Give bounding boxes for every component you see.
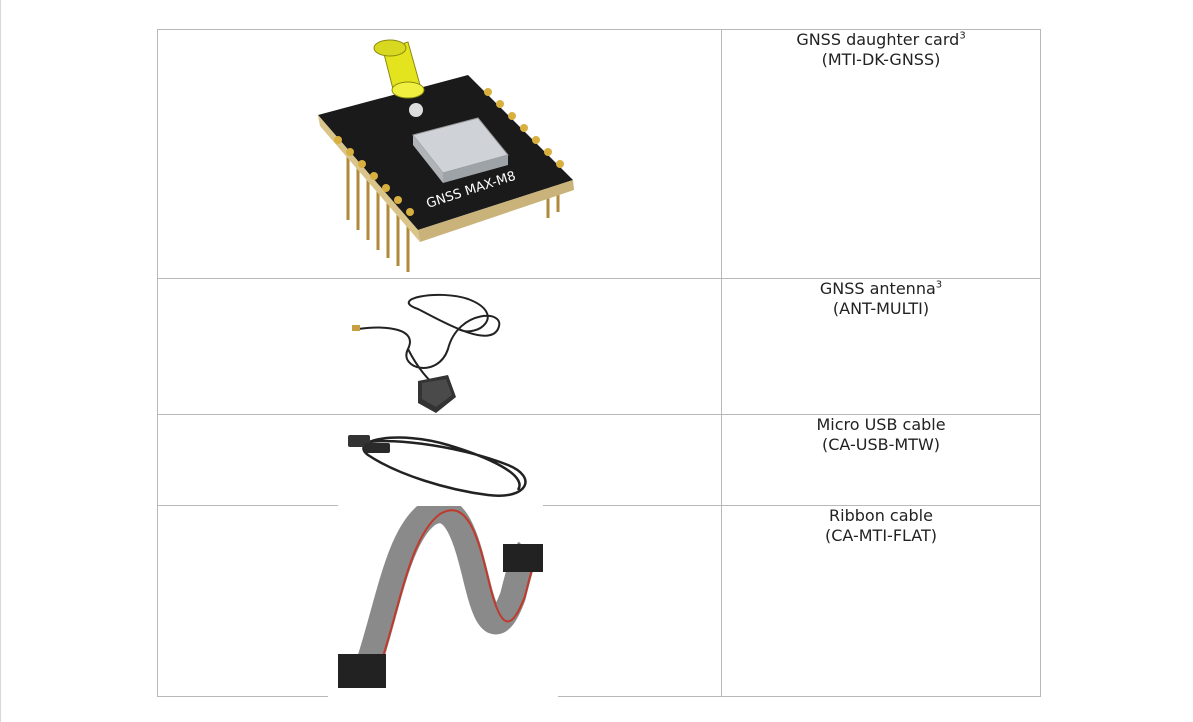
image-cell: [157, 414, 722, 507]
image-cell: GNSS MAX-M8 mikro BUS: [157, 29, 722, 279]
description-cell: Ribbon cable (CA-MTI-FLAT): [721, 505, 1041, 697]
item-code: (ANT-MULTI): [832, 299, 930, 318]
gnss-antenna-image: [352, 293, 501, 413]
description-cell: Micro USB cable (CA-USB-MTW): [721, 414, 1041, 506]
description-cell: GNSS antenna3 (ANT-MULTI): [721, 278, 1041, 415]
item-code: (MTI-DK-GNSS): [821, 50, 941, 69]
description-cell: GNSS daughter card3 (MTI-DK-GNSS): [721, 29, 1041, 279]
image-cell: [157, 278, 722, 415]
items-table: GNSS MAX-M8 mikro BUS GNSS daughter card…: [157, 29, 1041, 698]
footnote-ref: 3: [935, 279, 943, 291]
ribbon-cable-image: [328, 506, 558, 698]
gnss-daughter-card-image: GNSS MAX-M8 mikro BUS: [318, 39, 574, 272]
item-name: Micro USB cable: [816, 415, 946, 434]
table-row: Ribbon cable (CA-MTI-FLAT): [157, 505, 1041, 698]
item-name: GNSS antenna: [819, 279, 936, 298]
item-name: GNSS daughter card: [796, 30, 960, 49]
micro-usb-cable-image: [338, 415, 543, 507]
item-code: (CA-MTI-FLAT): [824, 526, 938, 545]
footnote-ref: 3: [959, 30, 966, 42]
table-row: GNSS antenna3 (ANT-MULTI): [157, 278, 1041, 415]
board-brand: mikro BUS: [336, 79, 384, 103]
table-row: GNSS MAX-M8 mikro BUS GNSS daughter card…: [157, 29, 1041, 279]
image-cell: [157, 505, 722, 698]
table-row: Micro USB cable (CA-USB-MTW): [157, 414, 1041, 507]
item-name: Ribbon cable: [829, 506, 933, 525]
item-code: (CA-USB-MTW): [821, 435, 941, 454]
